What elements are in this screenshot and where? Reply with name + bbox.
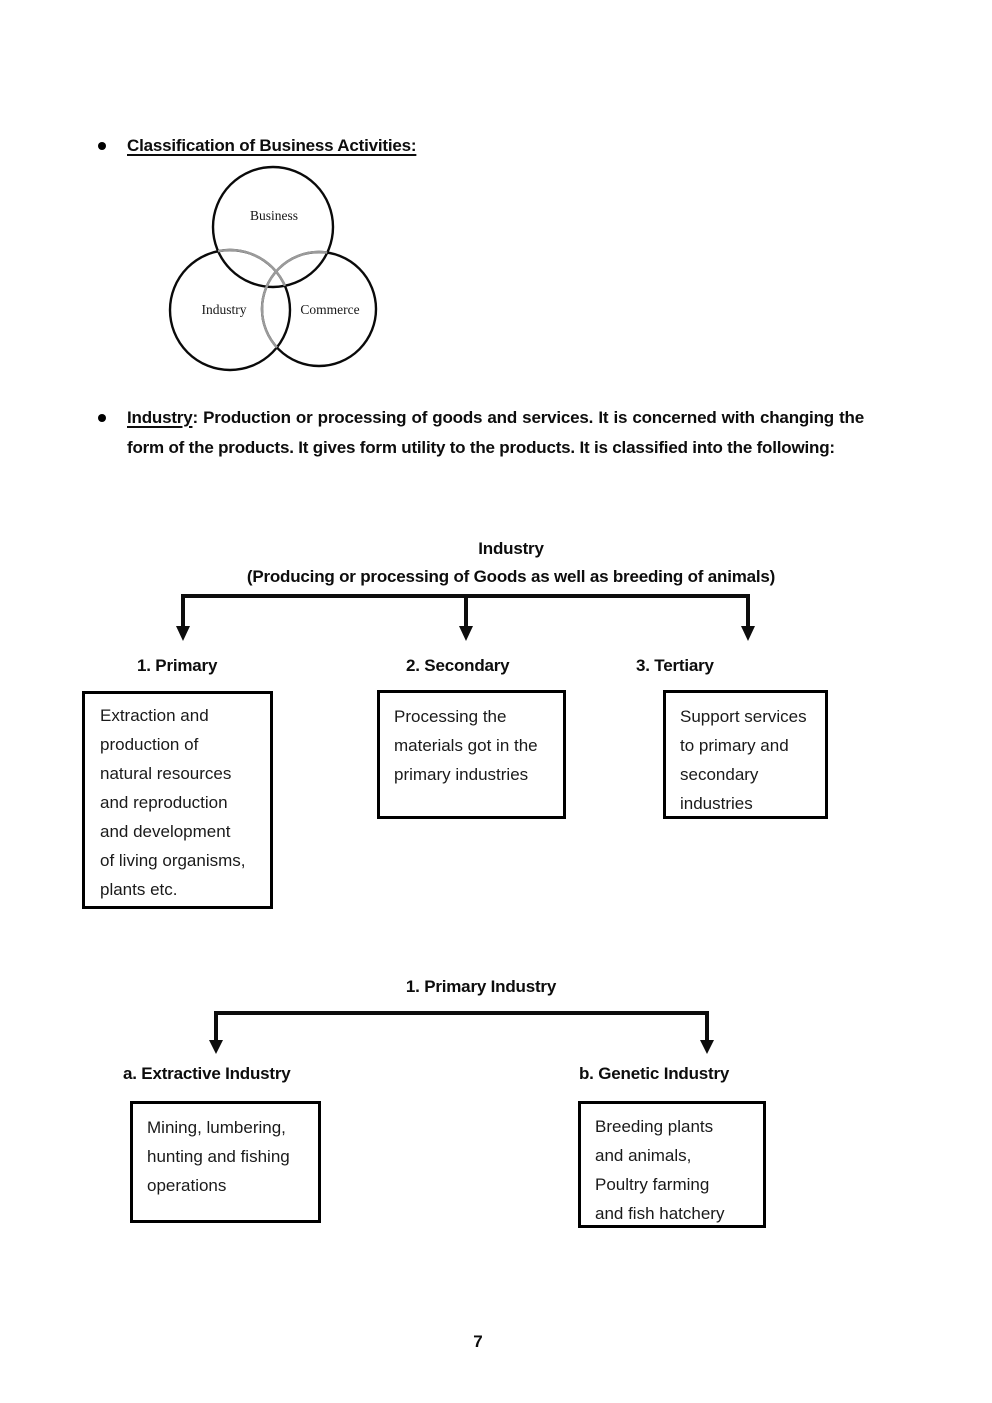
branch-label-secondary: 2. Secondary	[406, 656, 510, 675]
primary-industry-box: Extraction and production of natural res…	[82, 691, 273, 909]
main-heading: Classification of Business Activities:	[127, 136, 417, 155]
page-number: 7	[473, 1332, 483, 1351]
industry-overlap-arc	[217, 248, 286, 287]
arrowhead-down-icon	[209, 1040, 714, 1054]
industry-chart-subtitle: (Producing or processing of Goods as wel…	[246, 567, 776, 586]
branch-label-extractive: a. Extractive Industry	[123, 1064, 291, 1083]
branch-label-primary: 1. Primary	[137, 656, 218, 675]
venn-diagram: Business Industry Commerce	[168, 165, 378, 372]
secondary-industry-box: Processing the materials got in the prim…	[377, 690, 566, 819]
definition-colon: :	[192, 408, 198, 427]
primary-chart-title: 1. Primary Industry	[405, 977, 557, 996]
industry-definition: Industry: Production or processing of go…	[127, 403, 864, 463]
industry-chart-connector	[176, 594, 755, 641]
primary-chart-connector	[209, 1011, 714, 1054]
genetic-industry-box: Breeding plants and animals, Poultry far…	[578, 1101, 766, 1228]
connector-vertical-lines	[181, 594, 750, 627]
bullet-icon	[98, 414, 106, 422]
branch-label-tertiary: 3. Tertiary	[636, 656, 714, 675]
connector-vertical-lines	[214, 1011, 709, 1041]
definition-term: Industry	[127, 408, 193, 427]
arrowhead-down-icon	[176, 626, 755, 641]
industry-chart-title: Industry	[478, 539, 544, 558]
venn-label-business: Business	[250, 208, 298, 223]
extractive-industry-box: Mining, lumbering, hunting and fishing o…	[130, 1101, 321, 1223]
business-circle	[211, 165, 335, 289]
branch-label-genetic: b. Genetic Industry	[579, 1064, 730, 1083]
bullet-icon	[98, 142, 106, 150]
venn-label-commerce: Commerce	[300, 302, 359, 317]
venn-label-industry: Industry	[202, 302, 247, 317]
tertiary-industry-box: Support services to primary and secondar…	[663, 690, 828, 819]
commerce-overlap-arc	[260, 250, 328, 349]
definition-body: Production or processing of goods and se…	[127, 408, 864, 457]
